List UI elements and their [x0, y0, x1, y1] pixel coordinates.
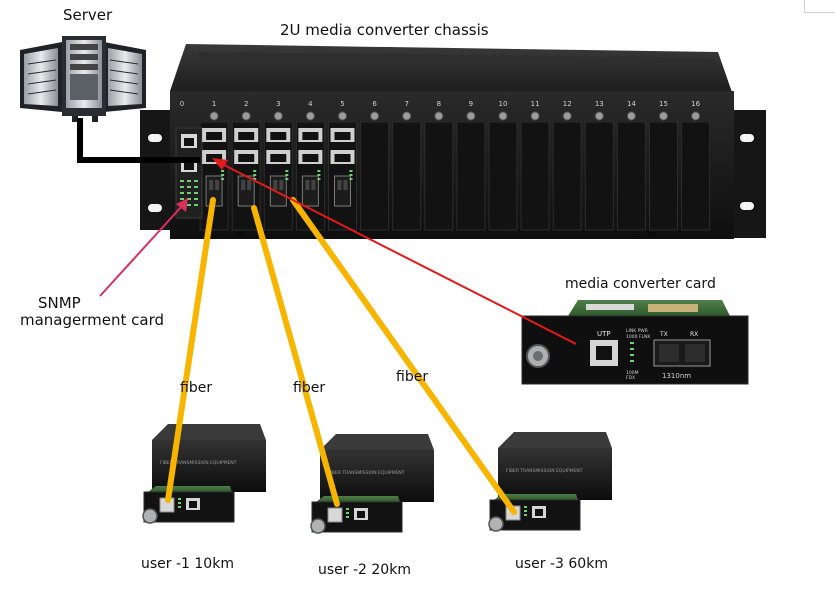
slot-screw-icon [466, 111, 476, 121]
installed-card-slot-5 [330, 128, 355, 207]
snmp-pointer-arrow [99, 198, 188, 297]
user-2-converter: FIBER TRANSMISSION EQUIPMENT [310, 434, 434, 534]
slot-number: 13 [595, 100, 604, 108]
device-screw-icon [142, 508, 158, 524]
slot-number: 3 [276, 100, 280, 108]
slot-number: 2 [244, 100, 248, 108]
card-status-label: LINK PWR [626, 328, 648, 334]
server-label: Server [63, 6, 113, 24]
device-brand-label: FIBER TRANSMISSION EQUIPMENT [328, 470, 405, 476]
card-status-label-2: 1000 FLNK [626, 334, 651, 340]
fiber-line-user-2 [251, 205, 340, 507]
ethernet-cable [77, 118, 200, 163]
slot-number: 8 [437, 100, 441, 108]
slot-screw-icon [659, 111, 668, 121]
user-2-label: user -2 20km [318, 562, 411, 578]
card-pointer-arrow [212, 158, 577, 345]
slot-number: 15 [659, 100, 668, 108]
installed-card-slot-4 [298, 128, 323, 207]
chassis-slots [199, 111, 711, 231]
snmp-label-line2: managerment card [20, 311, 165, 329]
slot-number: 6 [372, 100, 377, 108]
slot-number: 4 [308, 100, 313, 108]
fiber-label-3: fiber [396, 369, 429, 385]
device-screw-icon [310, 518, 326, 534]
fiber-label-1: fiber [180, 380, 213, 396]
slot-screw-icon [691, 111, 701, 121]
slot-screw-icon [498, 111, 508, 121]
chassis-slot [392, 121, 422, 231]
chassis-slot [616, 121, 646, 231]
chassis-slot [520, 121, 550, 231]
slot-number: 5 [340, 100, 344, 108]
snmp-label-line1: SNMP [38, 294, 81, 312]
chassis-slot [649, 121, 678, 231]
card-utp-label: UTP [597, 330, 611, 338]
chassis-slot [424, 121, 454, 231]
installed-card-slot-2 [234, 128, 259, 207]
chassis-label: 2U media converter chassis [280, 21, 489, 39]
user-1-converter: FIBER TRANSMISSION EQUIPMENT [142, 424, 266, 524]
chassis-slot [360, 121, 390, 231]
slot-number: 7 [404, 100, 408, 108]
window-corner-frame [804, 0, 835, 13]
slot-screw-icon [241, 111, 251, 121]
slot-screw-icon [209, 111, 219, 121]
slot-number: 1 [212, 100, 216, 108]
card-tx-label: TX [659, 331, 668, 338]
slot-number: 14 [627, 100, 636, 108]
slot-screw-icon [626, 111, 636, 121]
card-wavelength-label: 1310nm [662, 372, 691, 380]
fiber-line-user-1 [165, 197, 216, 503]
chassis-slot [488, 121, 518, 231]
slot-screw-icon [273, 111, 283, 121]
media-converter-card-image: UTP LINK PWR 1000 FLNK TX RX 100M FDX 13… [521, 300, 749, 385]
slot-screw-icon [370, 111, 380, 121]
card-speed-label-2: FDX [626, 375, 635, 381]
user-3-converter: FIBER TRANSMISSION EQUIPMENT [488, 432, 612, 532]
slot-screw-icon [305, 111, 315, 121]
device-screw-icon [488, 516, 504, 532]
device-brand-label: FIBER TRANSMISSION EQUIPMENT [506, 468, 583, 474]
slot-screw-icon [434, 111, 444, 121]
slot-screw-icon [402, 111, 412, 121]
chassis-slot [584, 121, 614, 231]
slot-number: 11 [531, 100, 540, 108]
device-brand-label: FIBER TRANSMISSION EQUIPMENT [160, 460, 237, 466]
user-3-label: user -3 60km [515, 556, 608, 572]
slot-screw-icon [338, 111, 347, 121]
fiber-line-user-3 [290, 197, 517, 515]
card-speed-label: 100M [626, 370, 639, 376]
card-rx-label: RX [690, 331, 698, 338]
slot-number: 12 [563, 100, 572, 108]
chassis-slot [681, 121, 711, 231]
fiber-label-2: fiber [293, 380, 326, 396]
server-icon [20, 36, 146, 122]
media-card-label: media converter card [565, 276, 716, 292]
slot-screw-icon [594, 111, 604, 121]
installed-card-slot-3 [266, 128, 291, 207]
slot-screw-icon [530, 111, 540, 121]
snmp-management-card [175, 127, 203, 219]
chassis-slot [552, 121, 582, 231]
slot-number: 10 [499, 100, 508, 108]
installed-converter-cards [202, 128, 355, 207]
slot-number: 0 [180, 100, 184, 108]
slot-number: 9 [469, 100, 473, 108]
slot-number: 16 [691, 100, 700, 108]
slot-screw-icon [562, 111, 572, 121]
fiber-links [165, 197, 517, 515]
chassis-slot [456, 121, 486, 231]
user-1-label: user -1 10km [141, 556, 234, 572]
